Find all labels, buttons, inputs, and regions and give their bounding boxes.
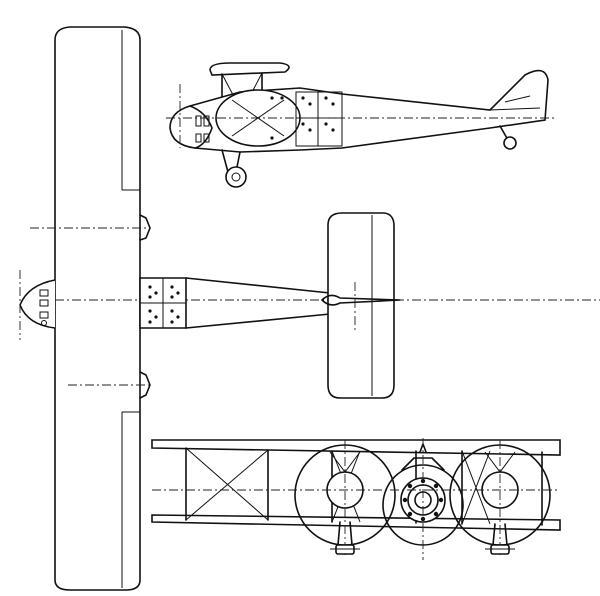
front-view-lower-wing [151,514,561,531]
side-view-upper-wing [209,62,290,76]
top-view-nose [19,279,56,329]
side-view-tail-wheel [503,136,517,150]
side-view-main-wheel [225,166,247,188]
top-view-tailplane [327,212,395,399]
front-view-upper-wing [151,439,561,456]
top-view [19,26,600,591]
top-view-nacelle-upper [139,214,151,241]
top-view-nacelle-lower [139,371,151,399]
front-view [151,438,561,560]
side-view [166,62,555,188]
top-view-wing [54,26,141,591]
